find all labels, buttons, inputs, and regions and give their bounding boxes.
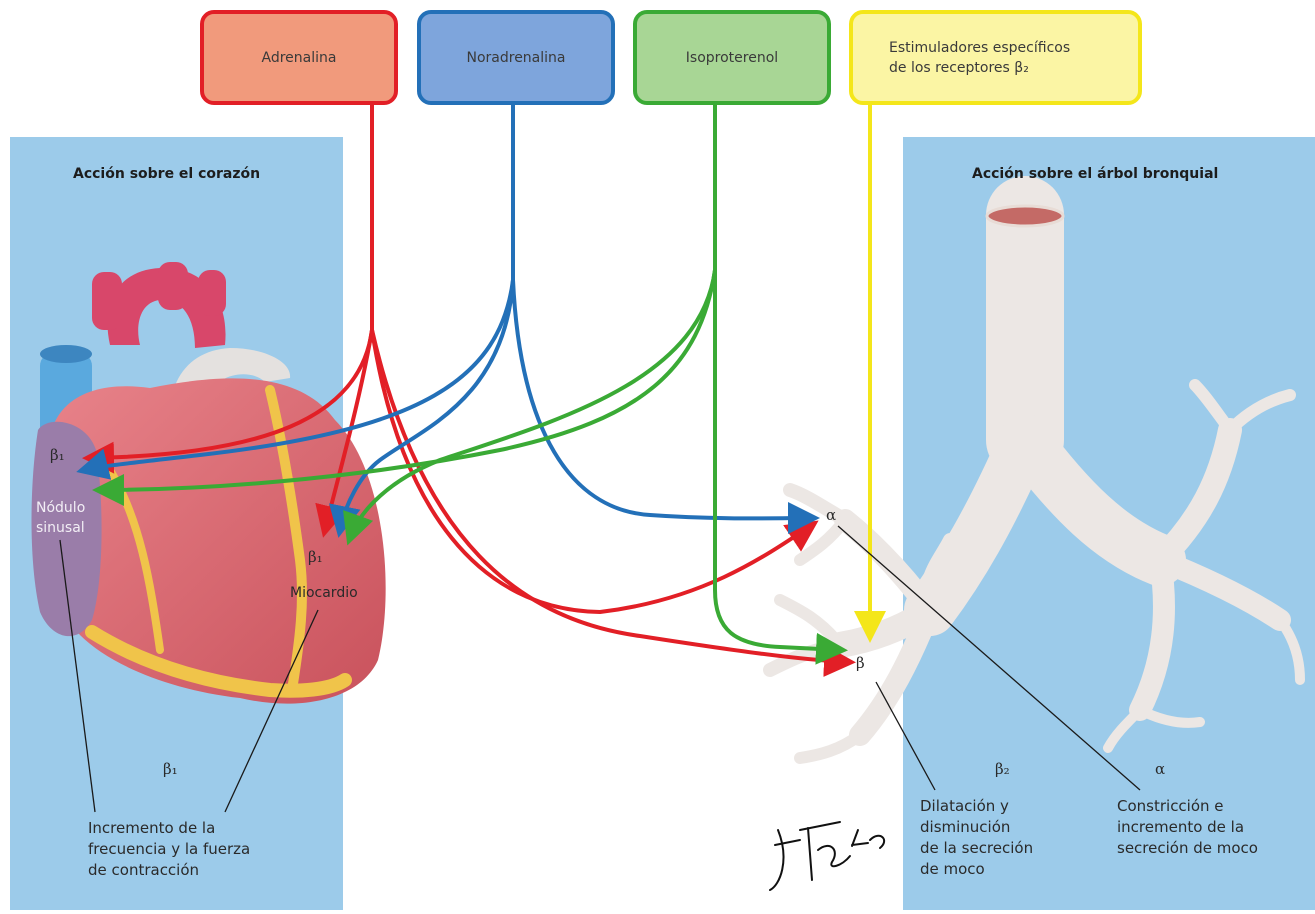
adrenaline-box: Adrenalina [200, 10, 398, 105]
lung-panel-title: Acción sobre el árbol bronquial [972, 166, 1218, 182]
beta2-effect-text: Dilatación y disminución de la secreción… [920, 796, 1033, 880]
myocardium-label: Miocardio [290, 583, 358, 603]
myocardium-receptor-label: β₁ [308, 548, 323, 566]
artist-signature [770, 822, 884, 890]
isoproterenol-label: Isoproterenol [686, 50, 778, 66]
heart-effect-text: Incremento de la frecuencia y la fuerza … [88, 818, 250, 881]
noradrenaline-box: Noradrenalina [417, 10, 615, 105]
alpha-type-label: α [1155, 760, 1165, 778]
adrenaline-label: Adrenalina [262, 50, 337, 66]
trachea-opening [987, 206, 1063, 226]
beta2-agonists-box: Estimuladores específicos de los recepto… [849, 10, 1142, 105]
sinus-receptor-label: β₁ [50, 446, 65, 464]
isoproterenol-box: Isoproterenol [633, 10, 831, 105]
alpha-effect-text: Constricción e incremento de la secreció… [1117, 796, 1258, 859]
beta-site-label: β [856, 654, 865, 672]
beta2-agonists-line1: Estimuladores específicos [889, 38, 1138, 58]
beta2-agonists-line2: de los receptores β₂ [889, 58, 1138, 78]
alpha-site-label: α [826, 506, 836, 524]
heart-receptor-type: β₁ [163, 760, 178, 778]
noradrenaline-label: Noradrenalina [466, 50, 565, 66]
beta2-type-label: β₂ [995, 760, 1010, 778]
sinus-node-label: Nódulo sinusal [36, 498, 85, 538]
heart-panel-title: Acción sobre el corazón [73, 166, 260, 182]
